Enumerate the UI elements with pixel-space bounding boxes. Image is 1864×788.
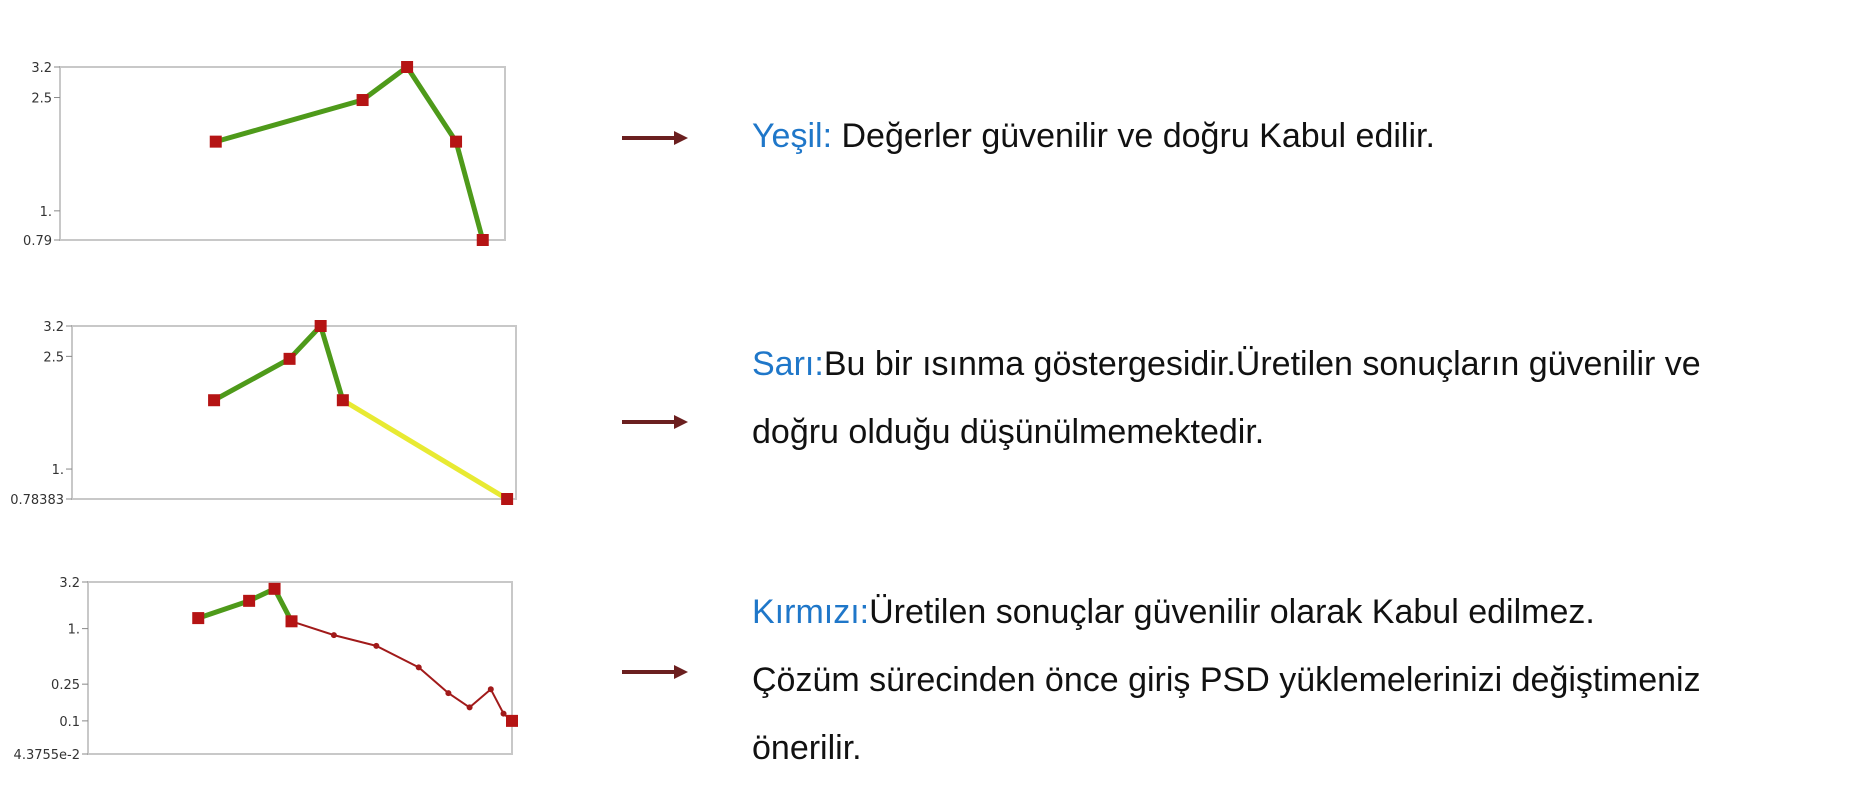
y-tick-label: 0.25 — [51, 678, 80, 693]
y-tick-label: 1. — [40, 205, 52, 220]
description-yellow: Sarı:Bu bir ısınma göstergesidir.Üretile… — [752, 330, 1701, 466]
description-line: Çözüm sürecinden önce giriş PSD yüklemel… — [752, 661, 1701, 699]
chart-red-svg: 3.2 1. 0.25 0.1 4.3755e-2 — [14, 576, 518, 763]
data-point — [450, 135, 463, 148]
plot-frame — [71, 325, 517, 500]
data-point — [285, 615, 298, 628]
data-point — [476, 234, 489, 246]
series-segment — [340, 397, 510, 502]
plot-frame — [59, 66, 506, 241]
y-tick-label: 2.5 — [43, 350, 64, 365]
series-segment — [213, 97, 366, 145]
data-point — [268, 582, 281, 595]
arrow-icon — [622, 131, 688, 145]
plot-frame — [87, 581, 513, 755]
y-tick-label: 4.3755e-2 — [14, 748, 80, 763]
data-point — [466, 704, 473, 711]
chart-yellow-svg: 3.2 2.5 1. 0.78383 — [10, 320, 517, 508]
arrow-icon — [622, 415, 688, 429]
series-segment — [360, 64, 410, 103]
data-point — [356, 94, 369, 107]
series-segment — [195, 598, 252, 621]
chart-yellow: 3.2 2.5 1. 0.78383 — [0, 316, 530, 516]
y-tick-label: 0.79 — [23, 234, 52, 249]
series-segment — [453, 139, 486, 243]
description-line: önerilir. — [752, 729, 862, 767]
description-red: Kırmızı:Üretilen sonuçlar güvenilir olar… — [752, 578, 1701, 782]
data-point — [373, 642, 380, 649]
series-segment — [290, 620, 335, 637]
y-tick-label: 1. — [68, 623, 80, 638]
series-segment — [489, 688, 505, 715]
series-segment — [468, 688, 492, 709]
series-segment — [447, 692, 471, 709]
data-point — [336, 394, 349, 407]
arrow-icon — [622, 665, 688, 679]
data-point — [506, 714, 518, 727]
data-point — [501, 493, 514, 505]
chart-red: 3.2 1. 0.25 0.1 4.3755e-2 — [0, 572, 525, 772]
description-green: Yeşil: Değerler güvenilir ve doğru Kabul… — [752, 102, 1435, 170]
data-point — [500, 710, 507, 717]
description-line: Kırmızı:Üretilen sonuçlar güvenilir olar… — [752, 593, 1595, 631]
y-tick-label: 0.78383 — [10, 493, 64, 508]
data-point — [243, 594, 256, 607]
y-tick-label: 1. — [52, 463, 64, 478]
legend-key-red: Kırmızı: — [752, 593, 870, 631]
y-tick-label: 0.1 — [59, 715, 80, 730]
description-line: Yeşil: Değerler güvenilir ve doğru Kabul… — [752, 117, 1435, 155]
series-segment — [211, 356, 293, 403]
series-segment — [332, 634, 378, 647]
data-point — [208, 394, 221, 407]
series-segment — [404, 64, 459, 145]
data-point — [314, 320, 327, 332]
description-line: Sarı:Bu bir ısınma göstergesidir.Üretile… — [752, 345, 1701, 383]
series-segment — [417, 666, 450, 695]
legend-key-green: Yeşil: — [752, 117, 833, 155]
series-segment — [318, 323, 346, 403]
data-point — [401, 61, 414, 73]
data-point — [415, 664, 422, 671]
data-point — [330, 632, 337, 639]
data-point — [283, 352, 296, 365]
series-segment — [375, 644, 420, 669]
description-line: doğru olduğu düşünülmemektedir. — [752, 413, 1265, 451]
data-point — [487, 686, 494, 693]
legend-key-yellow: Sarı: — [752, 345, 824, 383]
chart-green-svg: 3.2 2.5 1. 0.79 — [23, 61, 506, 249]
data-point — [209, 135, 222, 148]
data-point — [445, 690, 452, 697]
y-tick-label: 2.5 — [31, 92, 52, 107]
y-tick-label: 3.2 — [43, 320, 64, 335]
y-tick-label: 3.2 — [31, 61, 52, 76]
data-point — [192, 612, 205, 625]
y-tick-label: 3.2 — [59, 576, 80, 591]
chart-green: 3.2 2.5 1. 0.79 — [0, 52, 520, 252]
